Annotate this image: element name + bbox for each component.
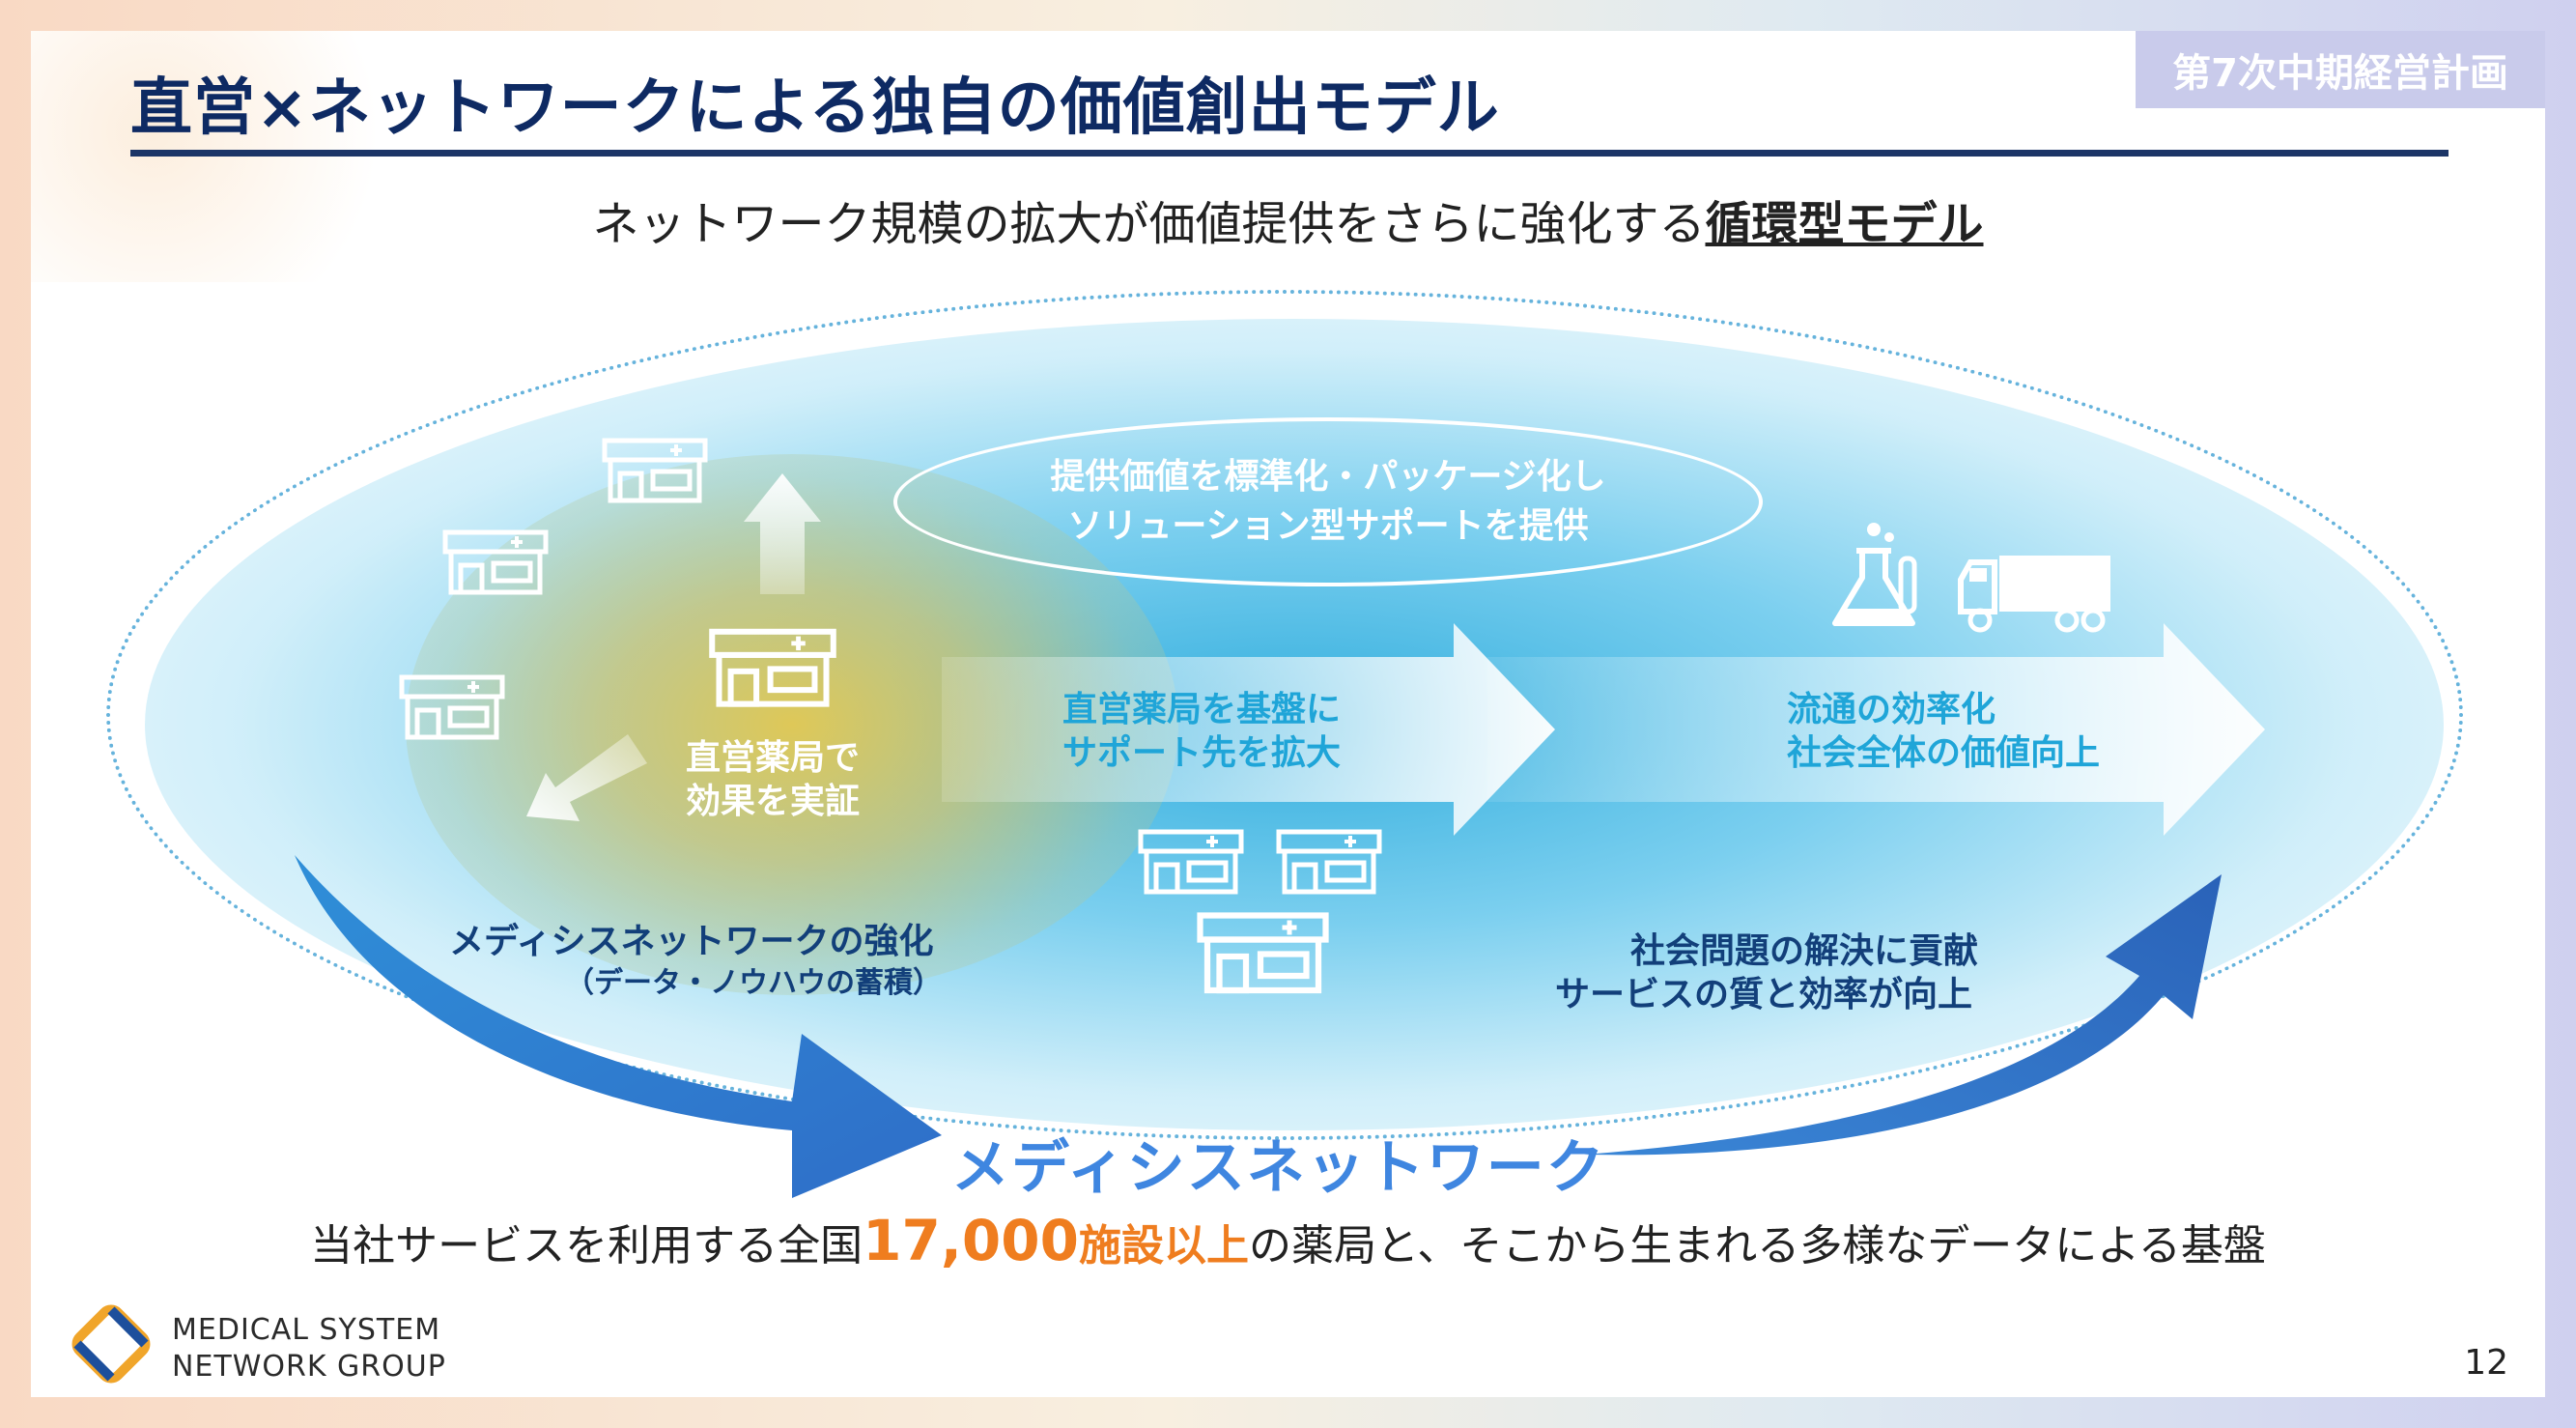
pharmacy-icon: [602, 438, 708, 503]
solution-oval: 提供価値を標準化・パッケージ化し ソリューション型サポートを提供: [893, 417, 1763, 586]
arrow2-line1: 流通の効率化: [1787, 690, 1996, 729]
decorative-network-pattern: [31, 31, 437, 282]
title-underline: [130, 150, 2449, 157]
pharmacy-icon: [399, 674, 505, 740]
left-line2: （データ・ノウハウの蓄積）: [565, 966, 942, 1000]
right-line1: 社会問題の解決に貢献: [1630, 931, 1979, 971]
bottom-before: 当社サービスを利用する全国: [310, 1221, 863, 1271]
facility-count: 17,000: [863, 1208, 1079, 1273]
arrow2-line2: 社会全体の価値向上: [1787, 733, 2101, 773]
pharmacy-icon: [1138, 829, 1244, 895]
arrow1-line1: 直営薬局を基盤に: [1062, 690, 1342, 729]
left-line1: メディシスネットワークの強化: [449, 922, 934, 961]
center-line2: 効果を実証: [686, 782, 861, 821]
pharmacy-icon: [1197, 912, 1329, 994]
lab-flask-icon: [1832, 523, 1917, 626]
page-number: 12: [2464, 1343, 2508, 1383]
oval-line2: ソリューション型サポートを提供: [1067, 505, 1589, 546]
subtitle-lead: ネットワーク規模の拡大が価値提供をさらに強化する: [592, 197, 1706, 251]
subtitle: ネットワーク規模の拡大が価値提供をさらに強化する循環型モデル: [0, 186, 2576, 253]
company-logo-text: MEDICAL SYSTEM NETWORK GROUP: [172, 1312, 446, 1385]
right-arrow-1: [942, 623, 1555, 836]
pharmacy-icon: [709, 628, 836, 707]
pharmacy-icon: [1276, 829, 1382, 895]
oval-line1: 提供価値を標準化・パッケージ化し: [1050, 457, 1606, 498]
logo-line2: NETWORK GROUP: [172, 1349, 446, 1384]
up-arrow-icon: [744, 473, 821, 594]
page-title: 直営×ネットワークによる独自の価値創出モデル: [130, 72, 1500, 144]
down-left-arrow-icon: [526, 734, 647, 821]
bottom-after: の薬局と、そこから生まれる多様なデータによる基盤: [1248, 1221, 2266, 1271]
truck-icon: [1958, 556, 2110, 633]
network-label: メディシスネットワーク: [951, 1134, 1606, 1202]
bottom-statement: 当社サービスを利用する全国17,000施設以上の薬局と、そこから生まれる多様なデ…: [0, 1208, 2576, 1273]
logo-line1: MEDICAL SYSTEM: [172, 1313, 441, 1347]
plan-badge: 第7次中期経営計画: [2136, 31, 2545, 108]
right-arrow-2: [1487, 623, 2265, 836]
logo-mark-icon: [71, 1304, 151, 1384]
left-curved-arrow: [295, 855, 942, 1198]
subtitle-emphasis: 循環型モデル: [1705, 197, 1984, 251]
right-line2: サービスの質と効率が向上: [1555, 975, 1973, 1014]
center-line1: 直営薬局で: [686, 738, 861, 778]
dotted-ellipse: [106, 290, 2463, 1140]
facility-unit: 施設以上: [1078, 1221, 1249, 1271]
pharmacy-icon: [442, 529, 549, 595]
arrow1-line2: サポート先を拡大: [1062, 733, 1342, 773]
